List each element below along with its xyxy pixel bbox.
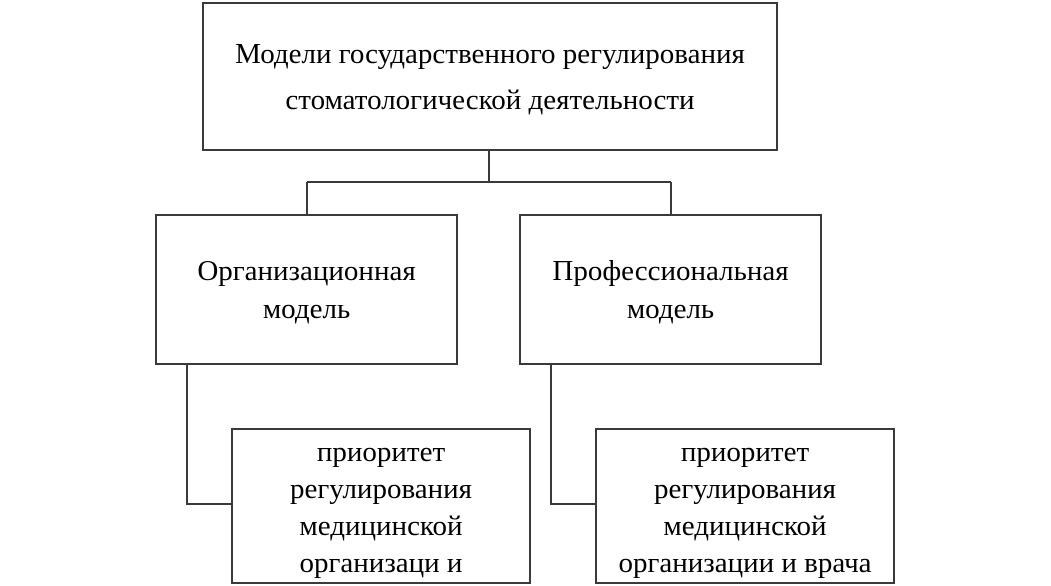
organizational-model-line-1: Организационная — [197, 254, 416, 287]
professional-priority-line-4: организации и врача — [618, 547, 872, 579]
professional-priority-line-2: регулирования — [653, 473, 837, 505]
organizational-priority-line-4: организаци и — [299, 547, 463, 579]
organizational-priority-node: приоритет регулирования медицинской орга… — [231, 428, 531, 584]
professional-model-line-1: Профессиональная — [552, 254, 789, 287]
organizational-priority-line-3: медицинской — [299, 510, 463, 542]
root-node-text: Модели государственного регулирования ст… — [235, 31, 745, 123]
organizational-priority-line-1: приоритет — [316, 436, 446, 468]
root-node-line-2: стоматологической деятельности — [285, 83, 695, 116]
professional-model-node: Профессиональная модель — [519, 214, 822, 365]
professional-model-line-2: модель — [626, 292, 715, 325]
professional-model-text: Профессиональная модель — [552, 252, 788, 328]
professional-priority-line-3: медицинской — [663, 510, 827, 542]
root-node-state-regulation-models: Модели государственного регулирования ст… — [202, 2, 778, 151]
root-node-line-1: Модели государственного регулирования — [235, 37, 745, 70]
organizational-model-node: Организационная модель — [155, 214, 458, 365]
organizational-model-text: Организационная модель — [197, 252, 415, 328]
professional-priority-node: приоритет регулирования медицинской орга… — [595, 428, 895, 584]
organizational-priority-text: приоритет регулирования медицинской орга… — [290, 434, 472, 582]
professional-priority-line-1: приоритет — [680, 436, 810, 468]
right-model-to-priority-connector — [550, 365, 595, 505]
professional-priority-text: приоритет регулирования медицинской орга… — [618, 434, 871, 582]
organizational-model-line-2: модель — [262, 292, 351, 325]
left-model-to-priority-connector — [186, 365, 231, 505]
organizational-priority-line-2: регулирования — [289, 473, 473, 505]
